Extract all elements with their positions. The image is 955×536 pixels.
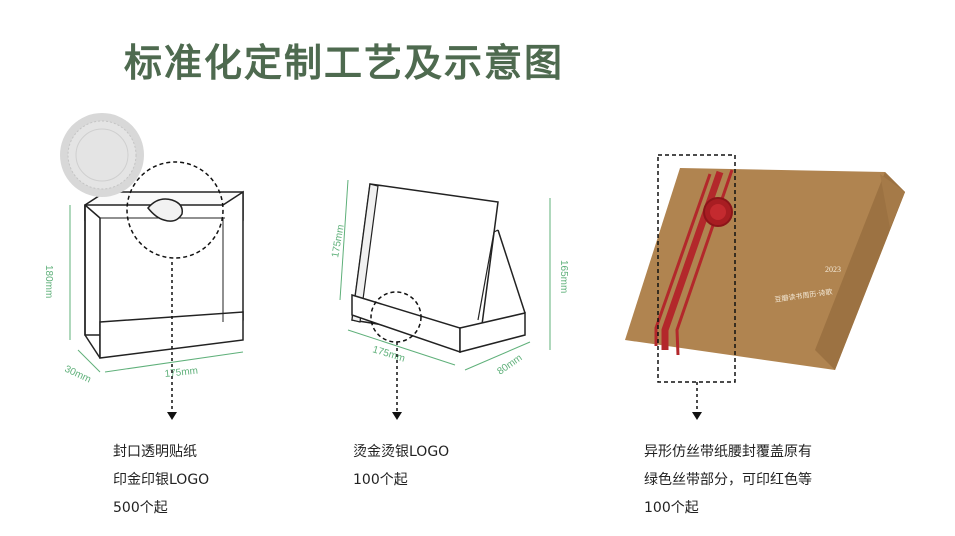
figure-kraft-box: 2023 豆瓣读书周历·诗歌 (625, 154, 905, 383)
figure-stand-calendar: 175mm 165mm 175mm 80mm (330, 179, 569, 378)
caption-line: 绿色丝带部分，可印红色等 (644, 472, 812, 488)
dim-height-label: 180mm (43, 265, 54, 298)
caption-line: 封口透明贴纸 (113, 444, 197, 460)
caption-line: 印金印银LOGO (113, 472, 210, 488)
caption-kraft-box: 异形仿丝带纸腰封覆盖原有 绿色丝带部分，可印红色等 100个起 (644, 438, 812, 522)
dim-depth-label: 80mm (495, 353, 524, 378)
arrow-down-icon (392, 342, 402, 420)
caption-stand-calendar: 烫金烫银LOGO 100个起 (353, 438, 449, 494)
dim-depth-label: 30mm (63, 364, 93, 386)
caption-line: 异形仿丝带纸腰封覆盖原有 (644, 444, 812, 460)
caption-line: 500个起 (113, 500, 168, 516)
page-title: 标准化定制工艺及示意图 (124, 41, 565, 85)
arrow-down-icon (692, 382, 702, 420)
caption-line: 100个起 (644, 500, 699, 516)
figure-seal-box: 180mm 30mm 175mm (43, 113, 244, 386)
arrow-down-icon (167, 262, 177, 420)
caption-seal-box: 封口透明贴纸 印金印银LOGO 500个起 (113, 438, 209, 522)
caption-line: 100个起 (353, 472, 408, 488)
dim-height-b-label: 165mm (558, 260, 569, 293)
caption-line: 烫金烫银LOGO (353, 444, 450, 460)
seal-sticker-icon (60, 113, 144, 197)
box-year: 2023 (825, 265, 841, 274)
